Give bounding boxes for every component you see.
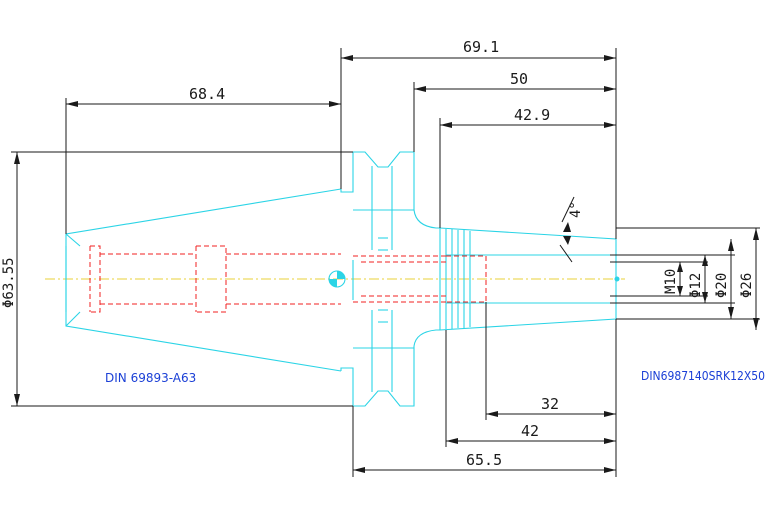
part-outline bbox=[65, 151, 620, 407]
dim-dia-26: Φ26 bbox=[739, 273, 755, 298]
dimension-lines bbox=[11, 48, 760, 477]
dim-dia-12: Φ12 bbox=[688, 273, 704, 298]
hidden-lines bbox=[89, 245, 487, 313]
dim-42-9: 42.9 bbox=[514, 106, 550, 124]
dim-32: 32 bbox=[541, 395, 559, 413]
dim-42: 42 bbox=[521, 422, 539, 440]
dim-65-5: 65.5 bbox=[466, 451, 502, 469]
left-standard-label: DIN 69893-A63 bbox=[105, 371, 196, 385]
dim-68-4: 68.4 bbox=[189, 85, 225, 103]
right-standard-label: DIN6987140SRK12X50 bbox=[641, 369, 765, 383]
dim-dia-63-55: Φ63.55 bbox=[1, 257, 17, 308]
dim-dia-20: Φ20 bbox=[714, 273, 730, 298]
dim-m10: M10 bbox=[663, 269, 679, 294]
dim-69-1: 69.1 bbox=[463, 38, 499, 56]
dim-angle: 4° bbox=[568, 201, 584, 218]
dim-50: 50 bbox=[510, 70, 528, 88]
